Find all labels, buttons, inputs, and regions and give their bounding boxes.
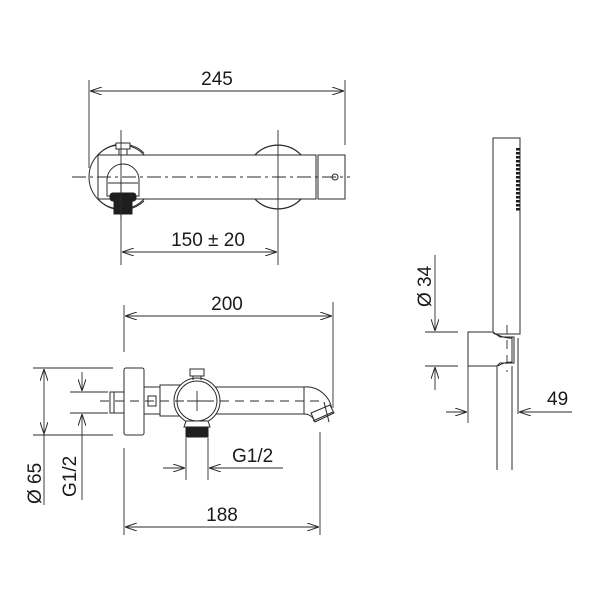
dimension-holder-diameter: Ø 34 bbox=[415, 255, 458, 390]
wall-flange bbox=[123, 367, 145, 436]
diverter-knob-front bbox=[189, 368, 205, 377]
dim-label-245: 245 bbox=[201, 69, 233, 90]
dim-label-g12-horizontal: G1/2 bbox=[232, 446, 273, 467]
eccentric-connector bbox=[109, 391, 125, 414]
dimension-inlet-thread: G1/2 bbox=[60, 372, 108, 500]
dim-label-188: 188 bbox=[206, 505, 238, 526]
dim-label-150: 150 ± 20 bbox=[171, 230, 245, 251]
dimension-overall-width-front: 200 bbox=[123, 294, 334, 408]
dimension-overall-width-top: 245 bbox=[88, 69, 346, 168]
dim-label-34: Ø 34 bbox=[415, 265, 436, 307]
dimension-center-distance: 150 ± 20 bbox=[122, 230, 277, 252]
front-view: 200 bbox=[25, 294, 335, 535]
top-view: 245 150 ± 20 bbox=[72, 69, 350, 265]
dim-label-g12-vertical: G1/2 bbox=[60, 456, 81, 497]
dimension-flange-diameter: Ø 65 bbox=[25, 367, 113, 505]
dim-label-49: 49 bbox=[547, 389, 568, 410]
outlet-elbow-top bbox=[106, 163, 140, 197]
diverter-knob-top bbox=[115, 142, 131, 150]
outlet-thread-front bbox=[185, 426, 209, 438]
dimension-spout-reach: 188 bbox=[123, 432, 321, 535]
dim-label-65: Ø 65 bbox=[25, 463, 46, 504]
outlet-thread-top bbox=[109, 192, 137, 202]
dimension-outlet-thread: G1/2 bbox=[163, 438, 283, 480]
hand-shower-handle bbox=[492, 137, 521, 335]
hand-shower-view: Ø 34 49 bbox=[415, 137, 572, 470]
dimension-projection: 49 bbox=[446, 366, 572, 423]
dim-label-200: 200 bbox=[211, 294, 243, 315]
